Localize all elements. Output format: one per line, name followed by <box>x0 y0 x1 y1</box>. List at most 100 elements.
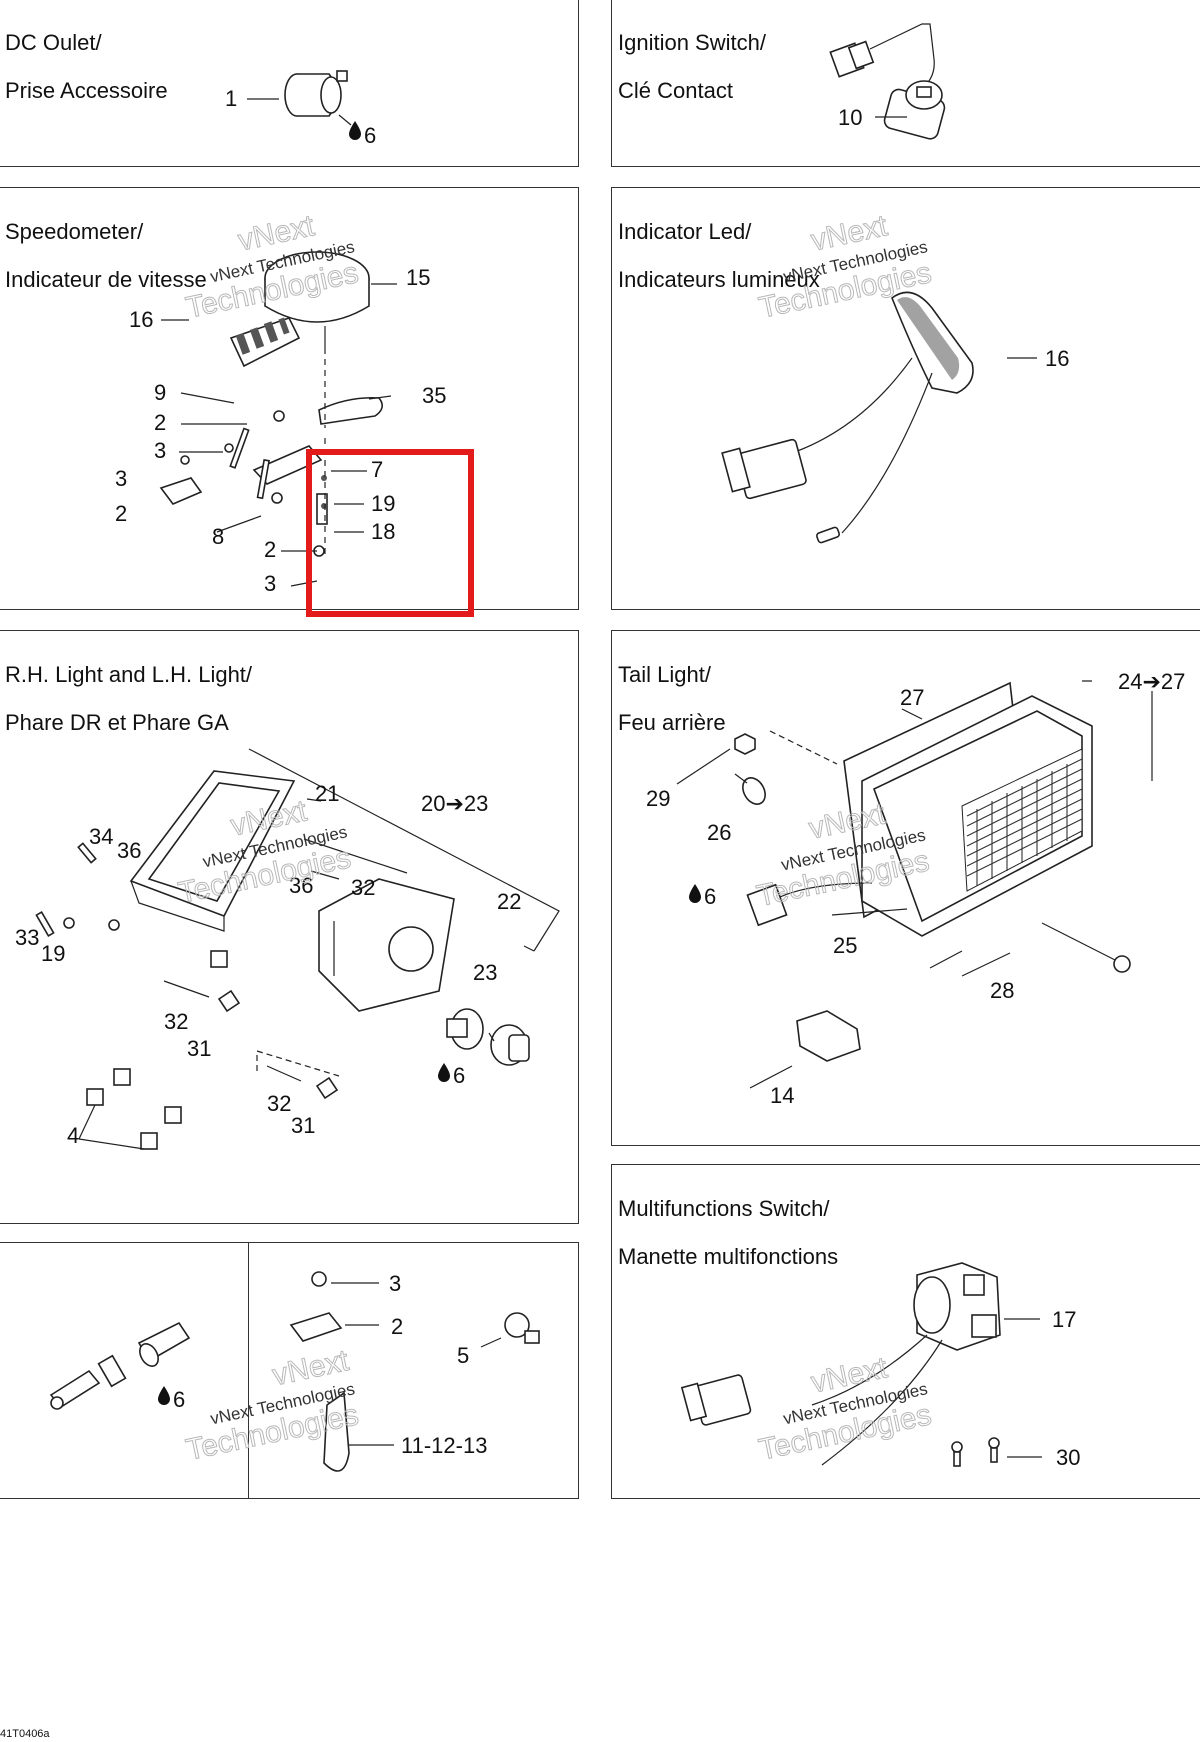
callout-3: 3 <box>264 571 276 596</box>
callout-9: 9 <box>154 380 166 405</box>
callout-28: 28 <box>990 978 1014 1003</box>
highlight-box <box>306 449 474 617</box>
callout-10: 10 <box>838 105 862 130</box>
callout-35: 35 <box>422 383 446 408</box>
gauge-bezel-part <box>229 317 301 368</box>
sealant-drop-icon <box>689 884 701 903</box>
panel-title: Multifunctions Switch/ Manette multifonc… <box>618 1196 839 1269</box>
panel-title: Speedometer/ Indicateur de vitesse <box>5 219 207 292</box>
multifunction-switch-part <box>913 1262 1001 1351</box>
callout-32: 32 <box>164 1009 188 1034</box>
callout-32: 32 <box>351 875 375 900</box>
indicator-lens-part <box>891 291 974 394</box>
callout-18: 18 <box>371 519 395 544</box>
screw-part <box>951 1437 1000 1467</box>
speedometer-gauge-part <box>264 251 370 348</box>
callout-21: 21 <box>315 781 339 806</box>
callout-29: 29 <box>646 786 670 811</box>
panel-dc-outlet: DC Oulet/ Prise Accessoire 1 6 <box>0 0 579 167</box>
panel-indicator-led: Indicator Led/ Indicateurs lumineux 16 v… <box>611 187 1200 610</box>
callout-7: 7 <box>371 457 383 482</box>
callout-27: 27 <box>900 685 924 710</box>
panel-tail-light: Tail Light/ Feu arrière <box>611 630 1200 1146</box>
bulb-socket-part <box>490 1024 530 1066</box>
sealant-drop-icon <box>349 121 361 140</box>
panel-connectors-left: 6 <box>0 1242 250 1499</box>
fastener-drawing: 3 2 5 11-12-13 vNext vNext Technologies … <box>183 1271 540 1472</box>
callout-22: 22 <box>497 889 521 914</box>
callout-36: 36 <box>289 873 313 898</box>
callout-3: 3 <box>389 1271 401 1296</box>
clip-part <box>289 1312 343 1342</box>
panel-title: DC Oulet/ Prise Accessoire <box>5 30 168 103</box>
callout-14: 14 <box>770 1083 794 1108</box>
callout-34: 34 <box>89 824 113 849</box>
panel-title: Tail Light/ Feu arrière <box>618 662 726 735</box>
ignition-drawing: 10 <box>829 23 946 140</box>
callout-5: 5 <box>457 1343 469 1368</box>
callout-19: 19 <box>41 941 65 966</box>
callout-17: 17 <box>1052 1307 1076 1332</box>
callout-16: 16 <box>129 307 153 332</box>
led-connector-part <box>721 438 807 500</box>
callout-15: 15 <box>406 265 430 290</box>
callout-6: 6 <box>364 123 376 148</box>
callout-33: 33 <box>15 925 39 950</box>
callout-19: 19 <box>371 491 395 516</box>
drawing-code: 41T0406a <box>0 1728 50 1740</box>
callout-16: 16 <box>1045 346 1069 371</box>
callout-2: 2 <box>154 410 166 435</box>
screw-part <box>1113 955 1131 973</box>
callout-8: 8 <box>212 524 224 549</box>
tail-connector-part <box>746 883 788 927</box>
push-rivet-part <box>504 1312 540 1344</box>
callout-32: 32 <box>267 1091 291 1116</box>
callout-6: 6 <box>173 1387 185 1412</box>
sealant-drop-icon <box>438 1063 450 1082</box>
terminal-part <box>49 1321 191 1410</box>
callout-1: 1 <box>225 86 237 111</box>
nut-part <box>734 733 756 755</box>
head-light-drawing: 21 20➔23 34 36 36 32 22 33 19 23 32 31 6… <box>15 748 560 1150</box>
panel-speedometer: Speedometer/ Indicateur de vitesse <box>0 187 579 610</box>
harness-clip-part <box>796 1010 861 1062</box>
callout-31: 31 <box>291 1113 315 1138</box>
callout-31: 31 <box>187 1036 211 1061</box>
panel-title: R.H. Light and L.H. Light/ Phare DR et P… <box>5 662 253 735</box>
callout-24-27: 24➔27 <box>1118 669 1185 694</box>
ignition-connector-part <box>829 23 935 120</box>
callout-3: 3 <box>154 438 166 463</box>
callout-2: 2 <box>391 1314 403 1339</box>
callout-25: 25 <box>833 933 857 958</box>
bulb-part <box>742 777 766 805</box>
light-housing-part <box>318 878 455 1012</box>
led-bullet-terminal <box>815 526 841 544</box>
callout-2: 2 <box>115 501 127 526</box>
callout-6: 6 <box>453 1063 465 1088</box>
callout-6: 6 <box>704 884 716 909</box>
indicator-led-drawing: 16 vNext vNext Technologies Technologies <box>721 209 1069 544</box>
led-wire <box>791 357 913 454</box>
cable-tie-part <box>323 1391 350 1472</box>
stud-part <box>316 493 328 525</box>
multifunction-drawing: 17 30 vNext vNext Technologies Technolog… <box>680 1262 1080 1470</box>
sealant-drop-icon <box>158 1386 170 1405</box>
connector-drawing: 6 <box>49 1321 191 1412</box>
callout-2: 2 <box>264 537 276 562</box>
callout-26: 26 <box>707 820 731 845</box>
panel-title: Indicator Led/ Indicateurs lumineux <box>618 219 820 292</box>
tail-light-drawing: 24➔27 27 29 26 6 25 28 14 vNext vNext Te… <box>646 669 1185 1108</box>
callout-20-23: 20➔23 <box>421 791 488 816</box>
panel-title: Ignition Switch/ Clé Contact <box>618 30 766 103</box>
panel-multifunction-switch: Multifunctions Switch/ Manette multifonc… <box>611 1164 1200 1499</box>
clip-part <box>86 1088 104 1106</box>
callout-4: 4 <box>67 1123 79 1148</box>
callout-30: 30 <box>1056 1445 1080 1470</box>
dc-outlet-drawing: 1 6 <box>225 70 376 148</box>
panel-ignition-switch: Ignition Switch/ Clé Contact 10 <box>611 0 1200 167</box>
panel-head-lights: R.H. Light and L.H. Light/ Phare DR et P… <box>0 630 579 1224</box>
screw-part <box>311 1271 327 1287</box>
callout-3: 3 <box>115 466 127 491</box>
speedometer-drawing: 15 16 9 2 3 35 7 3 19 2 18 8 2 3 vNext v… <box>115 209 446 596</box>
callout-36: 36 <box>117 838 141 863</box>
